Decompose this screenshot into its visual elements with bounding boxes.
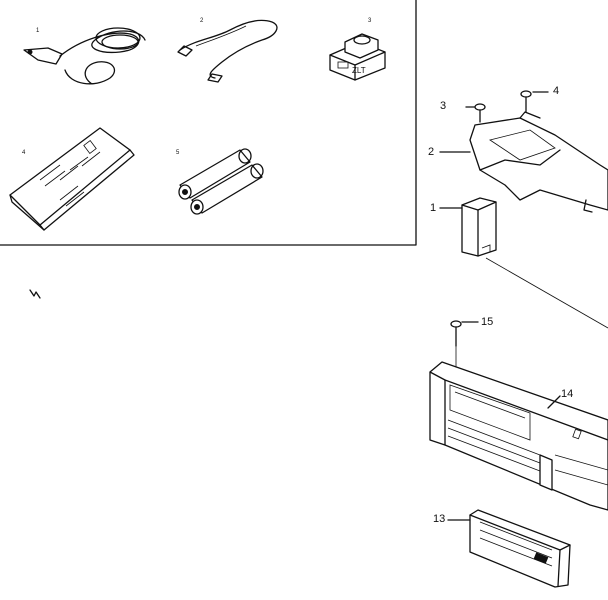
stray-mark	[29, 289, 41, 299]
svg-text:ZLT: ZLT	[352, 66, 366, 75]
accessories-box	[0, 0, 417, 246]
part-callout-4: 4	[553, 85, 560, 97]
accessory-callout-1: 1	[36, 28, 40, 34]
small-panel-drawing	[447, 509, 571, 588]
part-callout-13: 13	[433, 513, 446, 525]
part-callout-1: 1	[430, 202, 437, 214]
screw-15-drawing	[450, 320, 479, 370]
screw-3-drawing	[465, 103, 486, 123]
accessory-callout-2: 2	[200, 18, 204, 24]
connection-cable-drawing	[177, 19, 278, 83]
bracket-1-drawing	[439, 197, 608, 329]
accessory-callout-5: 5	[176, 150, 180, 156]
part-callout-15: 15	[481, 316, 494, 328]
batteries-drawing	[178, 148, 264, 215]
front-panel-drawing	[429, 361, 608, 511]
accessory-callout-4: 4	[22, 150, 26, 156]
part-callout-3: 3	[440, 100, 447, 112]
accessory-callout-3: 3	[368, 18, 372, 24]
adapter-drawing: ZLT	[329, 33, 386, 81]
part-callout-2: 2	[428, 146, 435, 158]
power-cord-drawing	[23, 27, 146, 85]
circuit-board-drawing	[439, 111, 608, 213]
remote-control-drawing	[9, 127, 135, 231]
part-callout-14: 14	[561, 388, 574, 400]
screw-4-drawing	[520, 90, 549, 113]
